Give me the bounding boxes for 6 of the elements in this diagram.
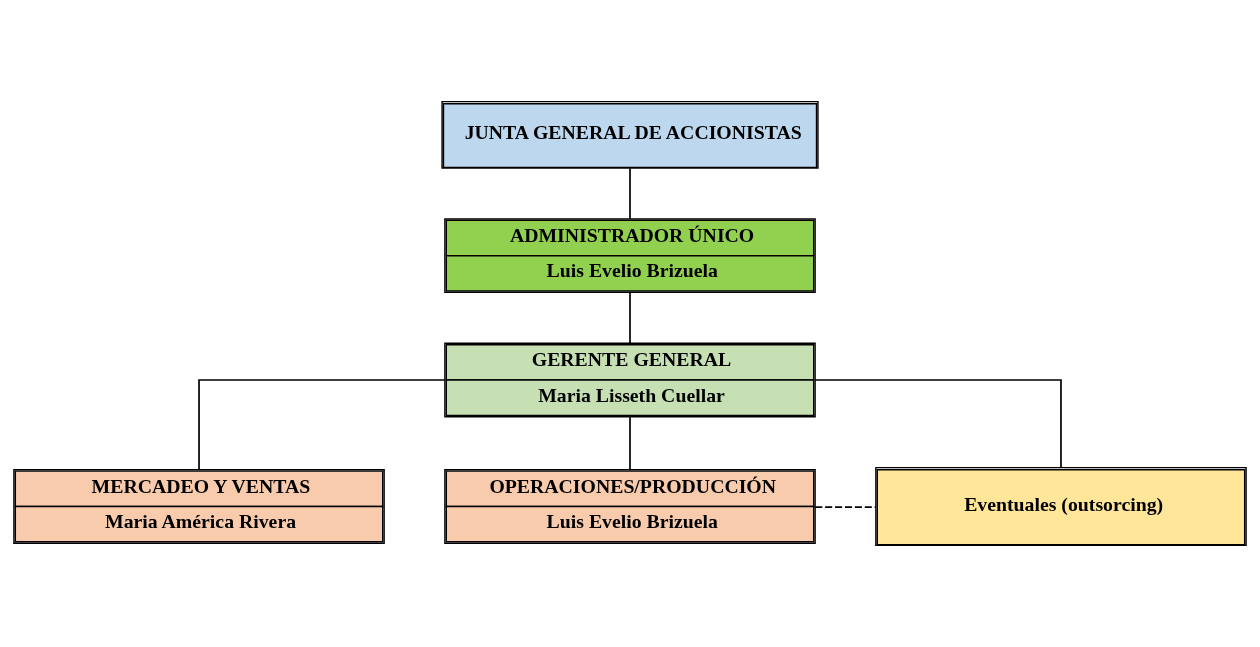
- connector: [629, 416, 631, 471]
- connector: [814, 379, 1062, 468]
- connector: [198, 379, 446, 471]
- connector: [629, 292, 631, 345]
- connector: [629, 167, 631, 220]
- connector: [814, 506, 877, 509]
